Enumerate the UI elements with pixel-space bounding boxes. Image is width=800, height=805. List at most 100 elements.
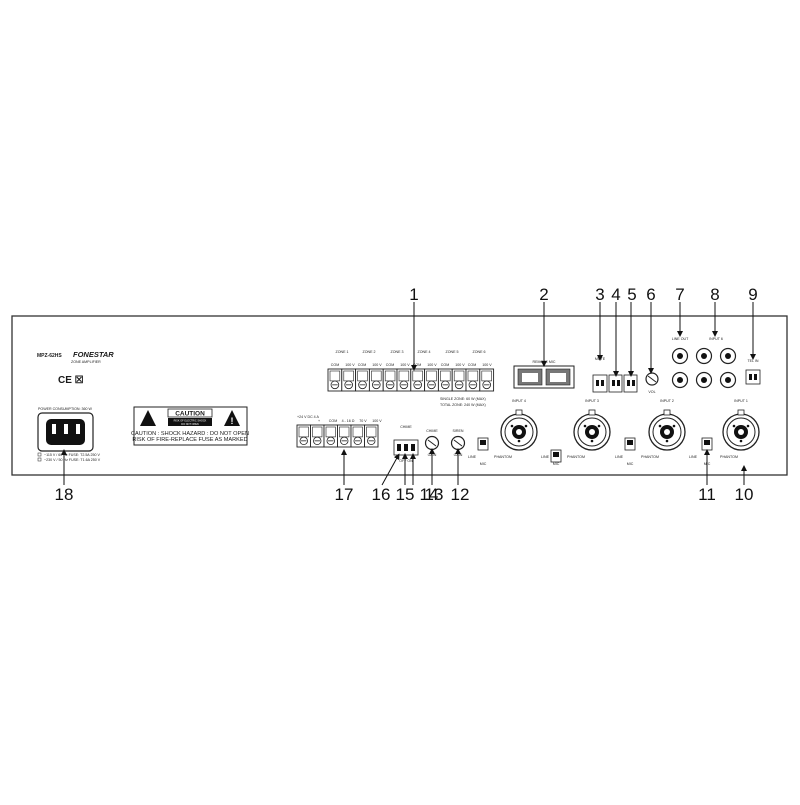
power-block: POWER CONSUMPTION: 360 W ~115 V / 60 Hz … — [37, 407, 101, 462]
power-consumption-label: POWER CONSUMPTION: 360 W — [38, 407, 93, 411]
zone-sub-100v-5: 100 V — [455, 363, 465, 367]
dc-label-plus: + — [318, 419, 320, 423]
callout-7: 7 — [675, 285, 684, 304]
zone-sub-100v-6: 100 V — [482, 363, 492, 367]
caution-small-1: RISK OF ELECTRIC SHOCK — [174, 420, 207, 423]
zone-sub-com-2: COM — [358, 363, 366, 367]
fuse-line-1: ~115 V / 60 Hz FUSE: T2.5A 250 V — [44, 453, 101, 457]
certification-marks: CE ☒ — [58, 375, 84, 386]
input-1-label: INPUT 1 — [734, 399, 748, 403]
callout-2: 2 — [539, 285, 548, 304]
tel-in-label: TEL IN — [747, 359, 758, 363]
caution-label-block: ! CAUTION RISK OF ELECTRIC SHOCK DO NOT … — [131, 406, 249, 446]
priority-switches: MUTE VOL — [592, 357, 659, 394]
callout-8: 8 — [710, 285, 719, 304]
mic-label-3: MIC — [553, 462, 560, 466]
terminal-4[interactable] — [608, 374, 623, 393]
input-4-label: INPUT 4 — [512, 399, 526, 403]
callout-3: 3 — [595, 285, 604, 304]
input-6-label: INPUT 6 — [709, 337, 723, 341]
caution-line-2: RISK OF FIRE-REPLACE FUSE AS MARKED — [132, 437, 247, 443]
zone-label-3: ZONE 3 — [391, 350, 404, 354]
off-on-label: OFF ON — [399, 459, 413, 463]
callout-12: 12 — [451, 485, 470, 504]
zone-terminal-strip[interactable] — [327, 368, 495, 392]
zone-sub-com-4: COM — [413, 363, 421, 367]
dc-label-ohm: 4 - 16 Ω — [342, 419, 355, 423]
mic-label-4: MIC — [480, 462, 487, 466]
terminal-5[interactable] — [623, 374, 638, 393]
zone-sub-100v-1: 100 V — [345, 363, 355, 367]
brand-block: MPZ-62HS FONESTAR ZONE AMPLIFIER CE ☒ — [37, 350, 114, 386]
callout-17: 17 — [335, 485, 354, 504]
subtitle-label: ZONE AMPLIFIER — [71, 360, 101, 364]
zone-sub-com-6: COM — [468, 363, 476, 367]
vol-label: VOL — [648, 390, 655, 394]
zone-outputs: ZONE 1 ZONE 2 ZONE 3 ZONE 4 ZONE 5 ZONE … — [327, 350, 495, 407]
callout-16: 16 — [372, 485, 391, 504]
line-label-3: LINE — [541, 455, 550, 459]
callout-1: 1 — [409, 285, 418, 304]
callout-15: 15 — [396, 485, 415, 504]
zone-sub-100v-4: 100 V — [427, 363, 437, 367]
input-2-label: INPUT 2 — [660, 399, 674, 403]
remote-mic-block: REMOTE MIC — [513, 360, 575, 389]
zone-sub-com-5: COM — [441, 363, 449, 367]
mic-label-2: MIC — [627, 462, 634, 466]
phantom-label-4: PHANTOM — [494, 455, 512, 459]
dc-top-label: +24 V DC 4 A — [297, 415, 319, 419]
callout-9: 9 — [748, 285, 757, 304]
line-mic-switches: LINE MIC PHANTOM LINE MIC PHANTOM LINE M… — [468, 437, 738, 466]
zone-sub-100v-3: 100 V — [400, 363, 410, 367]
zone-label-5: ZONE 5 — [446, 350, 459, 354]
callout-18: 18 — [55, 485, 74, 504]
tel-in-terminal[interactable] — [745, 369, 761, 385]
line-label-4: LINE — [468, 455, 477, 459]
callout-5: 5 — [627, 285, 636, 304]
callout-14: 14 — [420, 485, 439, 504]
dc-block: +24 V DC 4 A + COM 4 - 16 Ω 70 V 100 V — [296, 415, 382, 448]
caution-title: CAUTION — [175, 411, 205, 418]
callout-6: 6 — [646, 285, 655, 304]
zone-label-1: ZONE 1 — [336, 350, 349, 354]
zone-rating-total: TOTAL ZONE: 240 W (MAX) — [440, 403, 486, 407]
callout-10: 10 — [735, 485, 754, 504]
svg-text:!: ! — [231, 416, 234, 426]
dc-label-com: COM — [329, 419, 337, 423]
dc-terminal-strip[interactable] — [296, 424, 379, 448]
zone-rating-single: SINGLE ZONE: 60 W (MAX) — [440, 397, 486, 401]
callout-13: 13 — [425, 485, 444, 504]
fuse-line-2: ~230 V / 50 Hz FUSE: T1.6A 250 V — [44, 458, 101, 462]
dip-switch-3[interactable] — [592, 374, 608, 393]
line-label-1: LINE — [689, 455, 698, 459]
exclamation-warning-icon — [224, 410, 240, 426]
shock-warning-icon — [140, 410, 156, 426]
siren-label: SIREN — [453, 429, 464, 433]
zone-sub-com-3: COM — [386, 363, 394, 367]
combo-inputs: INPUT 4 INPUT 3 INPUT 2 INPUT 1 — [500, 399, 760, 451]
dc-label-70v: 70 V — [359, 419, 367, 423]
line-out-label: LINE OUT — [672, 337, 689, 341]
line-label-2: LINE — [615, 455, 624, 459]
zone-label-4: ZONE 4 — [418, 350, 431, 354]
callout-4: 4 — [611, 285, 620, 304]
phantom-label-2: PHANTOM — [641, 455, 659, 459]
zone-sub-100v-2: 100 V — [372, 363, 382, 367]
rca-jacks: LINE OUT INPUT 6 TEL IN — [672, 337, 761, 389]
callout-11: 11 — [698, 485, 716, 504]
phantom-label-3: PHANTOM — [567, 455, 585, 459]
brand-logo: FONESTAR — [73, 350, 114, 359]
chime-label: CHIME — [400, 425, 412, 429]
zone-sub-com-1: COM — [331, 363, 339, 367]
zone-label-6: ZONE 6 — [473, 350, 486, 354]
phantom-label-1: PHANTOM — [720, 455, 738, 459]
dc-label-100v: 100 V — [372, 419, 382, 423]
input-3-label: INPUT 3 — [585, 399, 599, 403]
model-label: MPZ-62HS — [37, 353, 62, 359]
caution-line-1: CAUTION : SHOCK HAZARD : DO NOT OPEN — [131, 431, 249, 437]
zone-label-2: ZONE 2 — [363, 350, 376, 354]
callout-numbers: 1 2 3 4 5 6 7 8 9 10 11 12 13 14 15 16 1… — [55, 285, 758, 504]
callout-leaders — [61, 302, 756, 486]
